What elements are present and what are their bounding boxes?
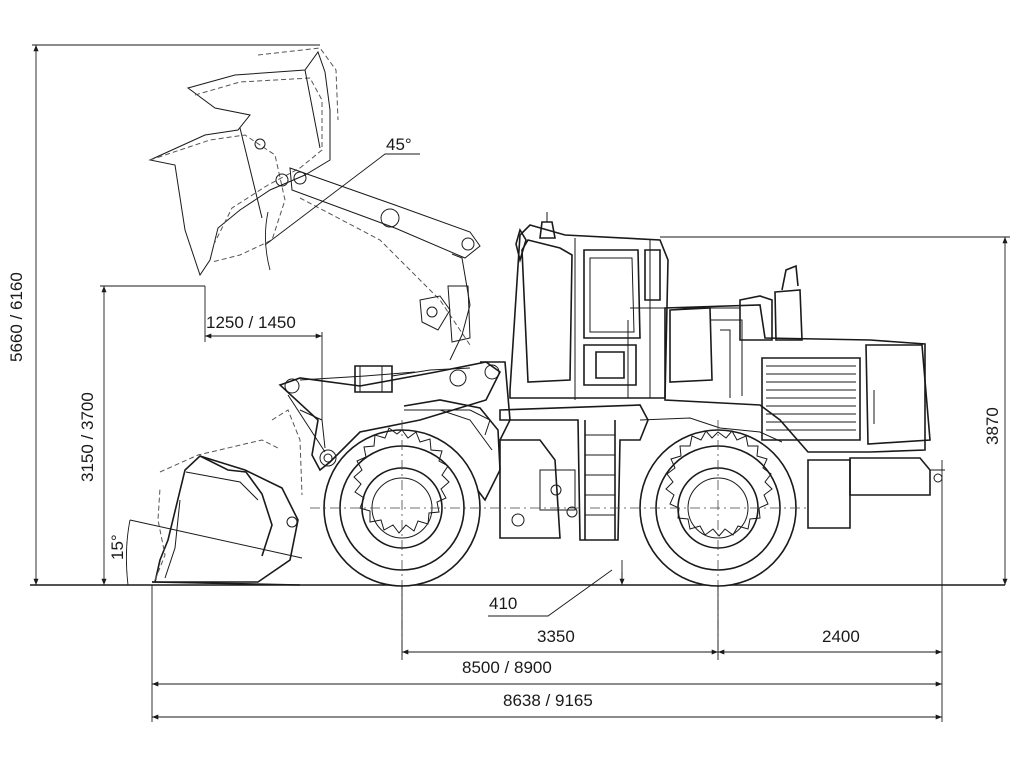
label-dump-angle: 45° <box>386 135 412 154</box>
center-frame-and-ladder <box>499 404 649 541</box>
label-overall-length: 8638 / 9165 <box>503 691 593 710</box>
engine-hood <box>627 264 945 529</box>
label-max-height: 5660 / 6160 <box>7 272 26 362</box>
lift-arm <box>278 361 502 472</box>
label-ground-clearance: 410 <box>489 594 517 613</box>
label-length-without-bucket: 8500 / 8900 <box>462 658 552 677</box>
label-reach: 1250 / 1450 <box>206 313 296 332</box>
label-rollback-angle: 15° <box>108 534 127 560</box>
label-rear-overhang: 2400 <box>822 627 860 646</box>
cab <box>509 212 669 400</box>
raised-bucket <box>148 47 339 277</box>
label-wheelbase: 3350 <box>537 627 575 646</box>
front-frame <box>403 361 511 502</box>
label-dump-height: 3150 / 3700 <box>78 392 97 482</box>
raised-lift-arm <box>289 167 481 361</box>
label-cab-height: 3870 <box>983 407 1002 445</box>
lowered-bucket <box>151 409 303 586</box>
